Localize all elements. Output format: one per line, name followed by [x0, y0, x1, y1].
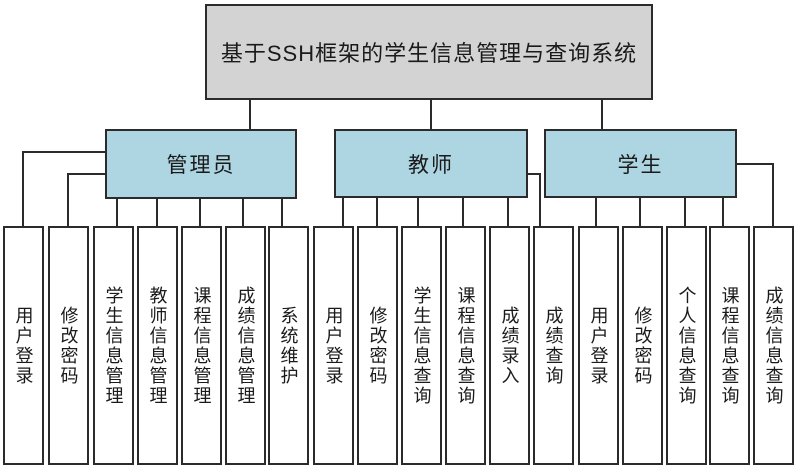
leaf-grade-entry: 成绩录入 — [489, 226, 530, 465]
role-box-teacher: 教师 — [334, 129, 528, 198]
connector-admin-leaf3 — [116, 197, 118, 226]
connector-title-student — [601, 99, 603, 130]
leaf-course-info-query-student: 课程信息查询 — [709, 226, 750, 465]
leaf-teacher-info-mgmt: 教师信息管理 — [137, 226, 178, 465]
connector-student-leaf1 — [595, 196, 597, 226]
leaf-personal-info-query: 个人信息查询 — [666, 226, 707, 465]
connector-student-leaf2 — [639, 196, 641, 226]
leaf-change-password-teacher: 修改密码 — [357, 226, 398, 465]
role-label-teacher: 教师 — [408, 153, 454, 177]
leaf-label: 成绩信息查询 — [763, 285, 784, 406]
leaf-label: 修改密码 — [58, 305, 79, 386]
connector-admin-left-1-v — [22, 151, 24, 226]
connector-admin-leaf6 — [242, 197, 244, 226]
connector-student-leaf4 — [722, 196, 724, 226]
connector-student-right-h — [736, 163, 774, 165]
leaf-course-info-mgmt: 课程信息管理 — [181, 226, 222, 465]
leaf-label: 用户登录 — [323, 305, 344, 386]
connector-admin-left-1-h — [22, 151, 106, 153]
role-box-student: 学生 — [544, 129, 737, 198]
leaf-label: 修改密码 — [632, 305, 653, 386]
leaf-label: 用户登录 — [588, 305, 609, 386]
leaf-change-password-admin: 修改密码 — [48, 226, 89, 465]
leaf-label: 成绩信息管理 — [235, 285, 256, 406]
leaf-grade-info-mgmt: 成绩信息管理 — [225, 226, 266, 465]
connector-admin-leaf5 — [199, 197, 201, 226]
leaf-label: 学生信息查询 — [411, 285, 432, 406]
leaf-label: 课程信息管理 — [191, 285, 212, 406]
role-box-admin: 管理员 — [105, 129, 297, 199]
leaf-label: 成绩录入 — [499, 305, 520, 386]
leaf-label: 修改密码 — [367, 305, 388, 386]
leaf-grade-query: 成绩查询 — [533, 226, 574, 465]
connector-teacher-leaf3 — [417, 196, 419, 226]
system-title-box: 基于SSH框架的学生信息管理与查询系统 — [205, 4, 653, 100]
leaf-change-password-student: 修改密码 — [622, 226, 663, 465]
leaf-student-info-mgmt: 学生信息管理 — [93, 226, 134, 465]
connector-student-leaf3 — [684, 196, 686, 226]
connector-teacher-leaf1 — [342, 196, 344, 226]
connector-admin-leaf7 — [281, 197, 283, 226]
leaf-user-login-admin: 用户登录 — [3, 226, 44, 465]
connector-teacher-right-h — [527, 173, 541, 175]
leaf-label: 个人信息查询 — [676, 285, 697, 406]
role-label-admin: 管理员 — [166, 154, 236, 177]
leaf-label: 课程信息查询 — [719, 285, 740, 406]
leaf-student-info-query: 学生信息查询 — [401, 226, 442, 465]
connector-title-admin — [249, 99, 251, 130]
connector-teacher-leaf5 — [507, 196, 509, 226]
connector-title-teacher — [430, 99, 432, 130]
leaf-label: 用户登录 — [13, 305, 34, 386]
connector-admin-leaf4 — [156, 197, 158, 226]
connector-admin-left-2-v — [67, 173, 69, 226]
leaf-course-info-query: 课程信息查询 — [445, 226, 486, 465]
connector-admin-left-2-h — [67, 173, 106, 175]
leaf-user-login-student: 用户登录 — [578, 226, 619, 465]
connector-teacher-leaf2 — [376, 196, 378, 226]
leaf-label: 成绩查询 — [543, 305, 564, 386]
leaf-label: 系统维护 — [278, 305, 299, 386]
connector-teacher-leaf4 — [462, 196, 464, 226]
leaf-label: 课程信息查询 — [455, 285, 476, 406]
leaf-label: 学生信息管理 — [103, 285, 124, 406]
leaf-label: 教师信息管理 — [147, 285, 168, 406]
leaf-grade-info-query: 成绩信息查询 — [753, 226, 794, 465]
system-title: 基于SSH框架的学生信息管理与查询系统 — [220, 41, 638, 66]
leaf-system-maintenance: 系统维护 — [268, 226, 309, 465]
leaf-user-login-teacher: 用户登录 — [313, 226, 354, 465]
connector-student-right-v — [772, 163, 774, 226]
connector-teacher-right-v — [539, 173, 541, 226]
role-label-student: 学生 — [617, 153, 664, 177]
